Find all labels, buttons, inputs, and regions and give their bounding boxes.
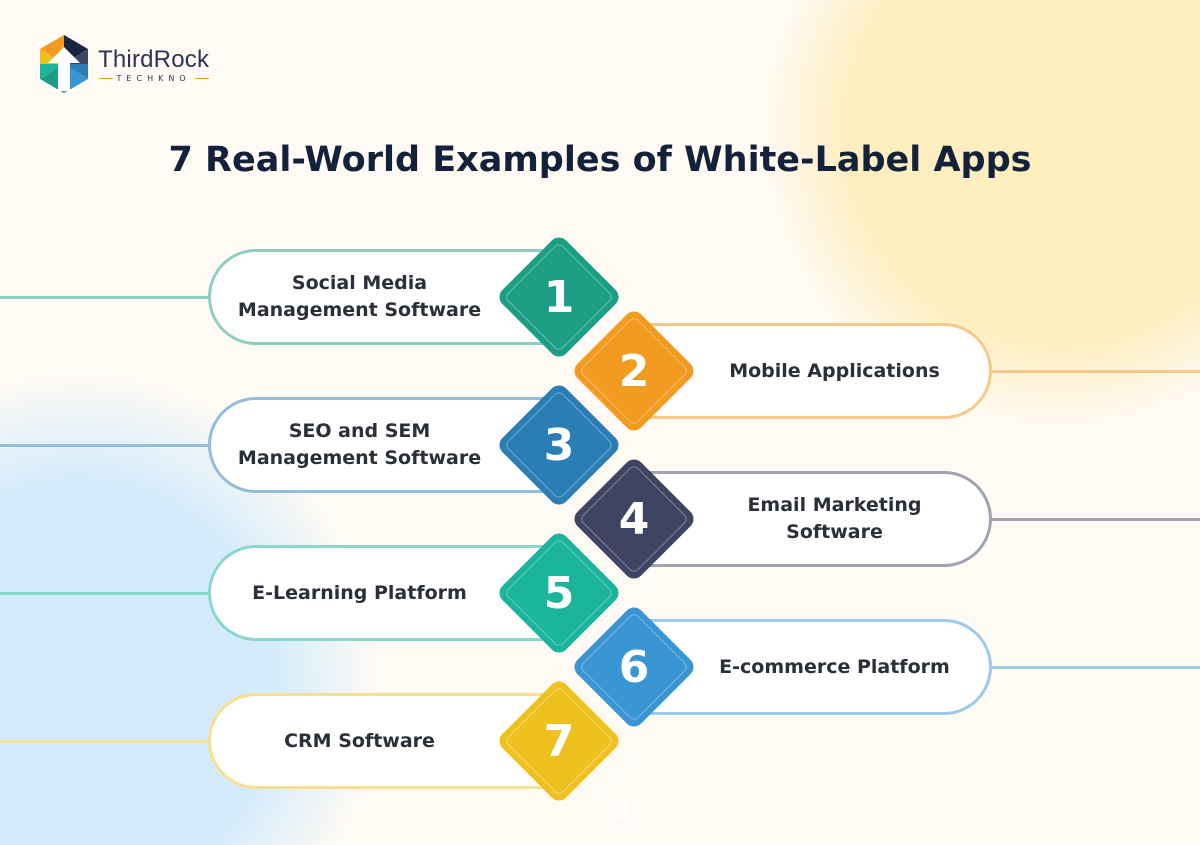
connector-line <box>0 740 210 743</box>
page-title: 7 Real-World Examples of White-Label App… <box>168 140 1032 180</box>
brand-logo: ThirdRock TECHKNO <box>36 35 209 93</box>
example-label: Email Marketing Software <box>747 494 922 543</box>
ghost-number: 8 <box>606 795 634 841</box>
item-number: 2 <box>618 345 650 397</box>
item-number: 7 <box>543 715 575 767</box>
example-label: Social Media Management Software <box>237 272 482 321</box>
connector-line <box>990 518 1200 521</box>
example-label: E-Learning Platform <box>252 581 467 604</box>
item-number: 5 <box>543 567 575 619</box>
item-number: 1 <box>543 271 575 323</box>
connector-line <box>0 296 210 299</box>
example-item-4: Email Marketing Software <box>620 471 992 567</box>
brand-subtitle: TECHKNO <box>99 74 209 83</box>
brand-name: ThirdRock <box>98 45 210 73</box>
example-label: CRM Software <box>284 729 435 752</box>
connector-line <box>0 444 210 447</box>
connector-line <box>990 666 1200 669</box>
example-label: E-commerce Platform <box>719 655 950 678</box>
example-label: Mobile Applications <box>729 359 940 382</box>
item-number: 3 <box>543 419 575 471</box>
connector-line <box>0 592 210 595</box>
example-label: SEO and SEM Management Software <box>237 420 482 469</box>
item-number: 4 <box>618 493 650 545</box>
logo-hexagon-icon <box>40 35 88 93</box>
connector-line <box>990 370 1200 373</box>
item-number: 6 <box>618 641 650 693</box>
